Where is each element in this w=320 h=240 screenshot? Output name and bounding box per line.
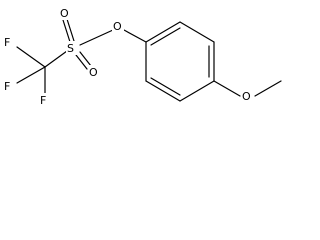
ring-bond-5-inner bbox=[150, 77, 181, 96]
bond-s-o-top-a bbox=[62, 19, 71, 43]
atom-s: S bbox=[67, 42, 74, 55]
atom-o-sulfonyl-top: O bbox=[60, 7, 69, 20]
bond-o-ch3 bbox=[254, 80, 282, 97]
molecule-diagram: F F F S O O O O bbox=[0, 0, 288, 112]
ring-bond-1 bbox=[145, 21, 181, 43]
bond-s-o-top-b bbox=[66, 18, 75, 42]
bond-s-o-ester bbox=[79, 29, 114, 46]
atom-o-methoxy: O bbox=[242, 90, 251, 103]
bond-s-o-bottom-a bbox=[75, 54, 88, 70]
atom-labels: F F F S O O O O bbox=[3, 6, 254, 107]
bond-c-f1 bbox=[16, 46, 46, 68]
atom-f2: F bbox=[4, 80, 10, 93]
bond-c-f2 bbox=[16, 66, 46, 84]
bonds bbox=[16, 18, 282, 102]
ring-bond-4 bbox=[179, 80, 215, 102]
atom-f1: F bbox=[4, 36, 10, 49]
bond-c-s bbox=[44, 50, 68, 68]
ring-bond-2 bbox=[179, 21, 215, 43]
ring-bond-1-inner bbox=[150, 27, 181, 46]
molecule-svg: F F F S O O O O bbox=[3, 6, 282, 107]
atom-o-sulfonyl-bottom: O bbox=[89, 66, 98, 79]
atom-o-ester: O bbox=[113, 20, 122, 33]
bond-o-c1 bbox=[123, 29, 147, 43]
ring-bond-5 bbox=[145, 80, 181, 102]
atom-f3: F bbox=[40, 94, 46, 107]
bond-s-o-bottom-b bbox=[79, 51, 92, 67]
bond-c4-o-methoxy bbox=[213, 80, 241, 97]
